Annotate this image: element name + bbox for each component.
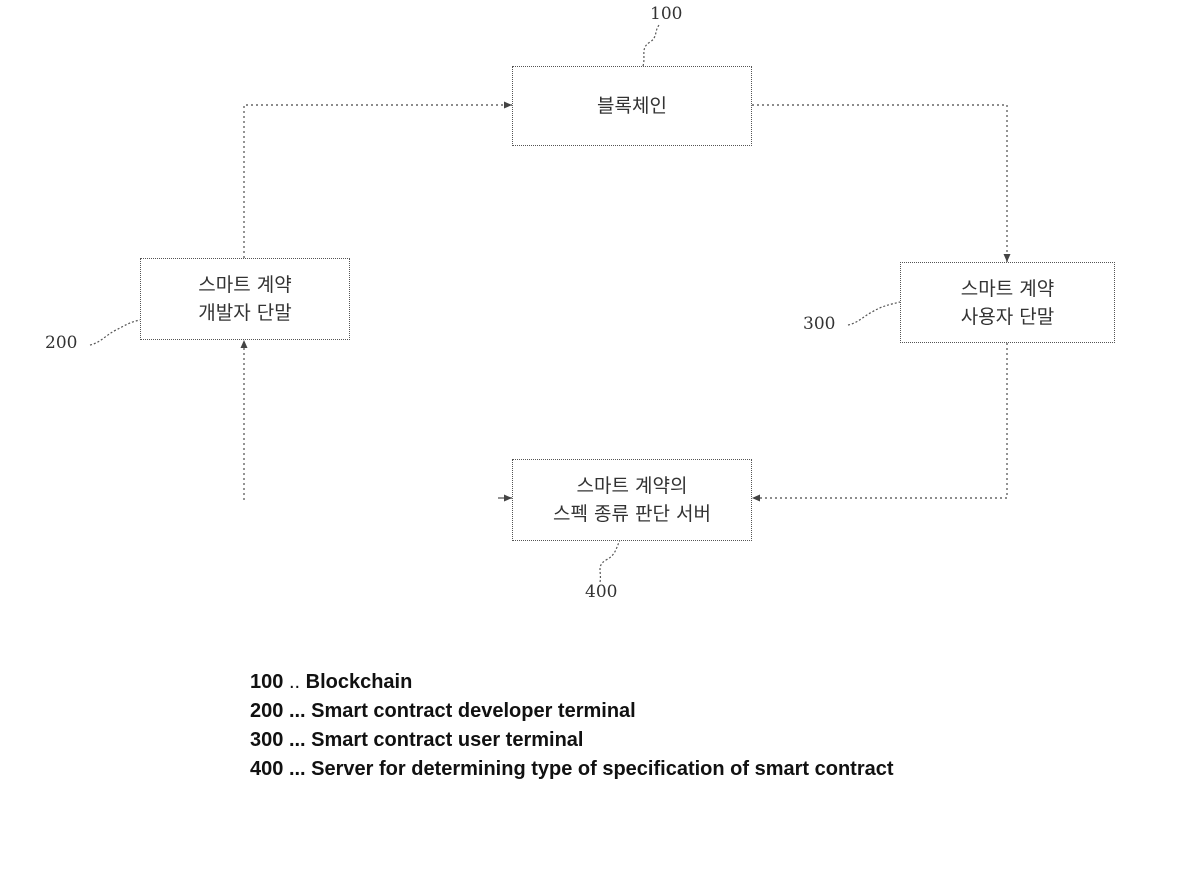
developer-label-line-1: 스마트 계약 [198,271,291,299]
user-label-line-2: 사용자 단말 [961,303,1054,331]
leader-400 [600,540,620,582]
user-label-line-1: 스마트 계약 [961,275,1054,303]
legend-item: 100 .. Blockchain [250,668,894,697]
blockchain-box: 블록체인 [512,66,752,146]
user-terminal-box: 스마트 계약 사용자 단말 [900,262,1115,343]
legend-ref: 300 [250,729,283,751]
leader-300 [848,302,900,325]
legend-ref: 100 [250,671,283,693]
connector-blockchain-developer [244,105,512,258]
connector-user-server [752,343,1007,498]
legend-item: 200 ... Smart contract developer termina… [250,697,894,726]
legend-sep: ... [289,758,306,780]
legend-item: 300 ... Smart contract user terminal [250,726,894,755]
spec-server-box: 스마트 계약의 스펙 종류 판단 서버 [512,459,752,541]
legend-ref: 400 [250,758,283,780]
ref-200: 200 [45,333,77,353]
developer-terminal-box: 스마트 계약 개발자 단말 [140,258,350,340]
legend-text: Server for determining type of specifica… [311,758,893,780]
legend-text: Blockchain [306,671,413,693]
legend-sep: .. [289,671,300,693]
server-label-line-2: 스펙 종류 판단 서버 [553,500,711,528]
legend-sep: ... [289,700,306,722]
legend-text: Smart contract developer terminal [311,700,636,722]
legend: 100 .. Blockchain 200 ... Smart contract… [250,668,894,784]
legend-ref: 200 [250,700,283,722]
server-label-line-1: 스마트 계약의 [577,472,688,500]
legend-text: Smart contract user terminal [311,729,583,751]
legend-item: 400 ... Server for determining type of s… [250,755,894,784]
leader-100 [643,24,660,66]
blockchain-label: 블록체인 [597,92,667,120]
developer-label-line-2: 개발자 단말 [198,299,291,327]
ref-400: 400 [585,582,617,602]
legend-sep: ... [289,729,306,751]
ref-100: 100 [650,4,682,24]
leader-200 [90,320,140,345]
connector-blockchain-user [752,105,1007,262]
ref-300: 300 [803,314,835,334]
